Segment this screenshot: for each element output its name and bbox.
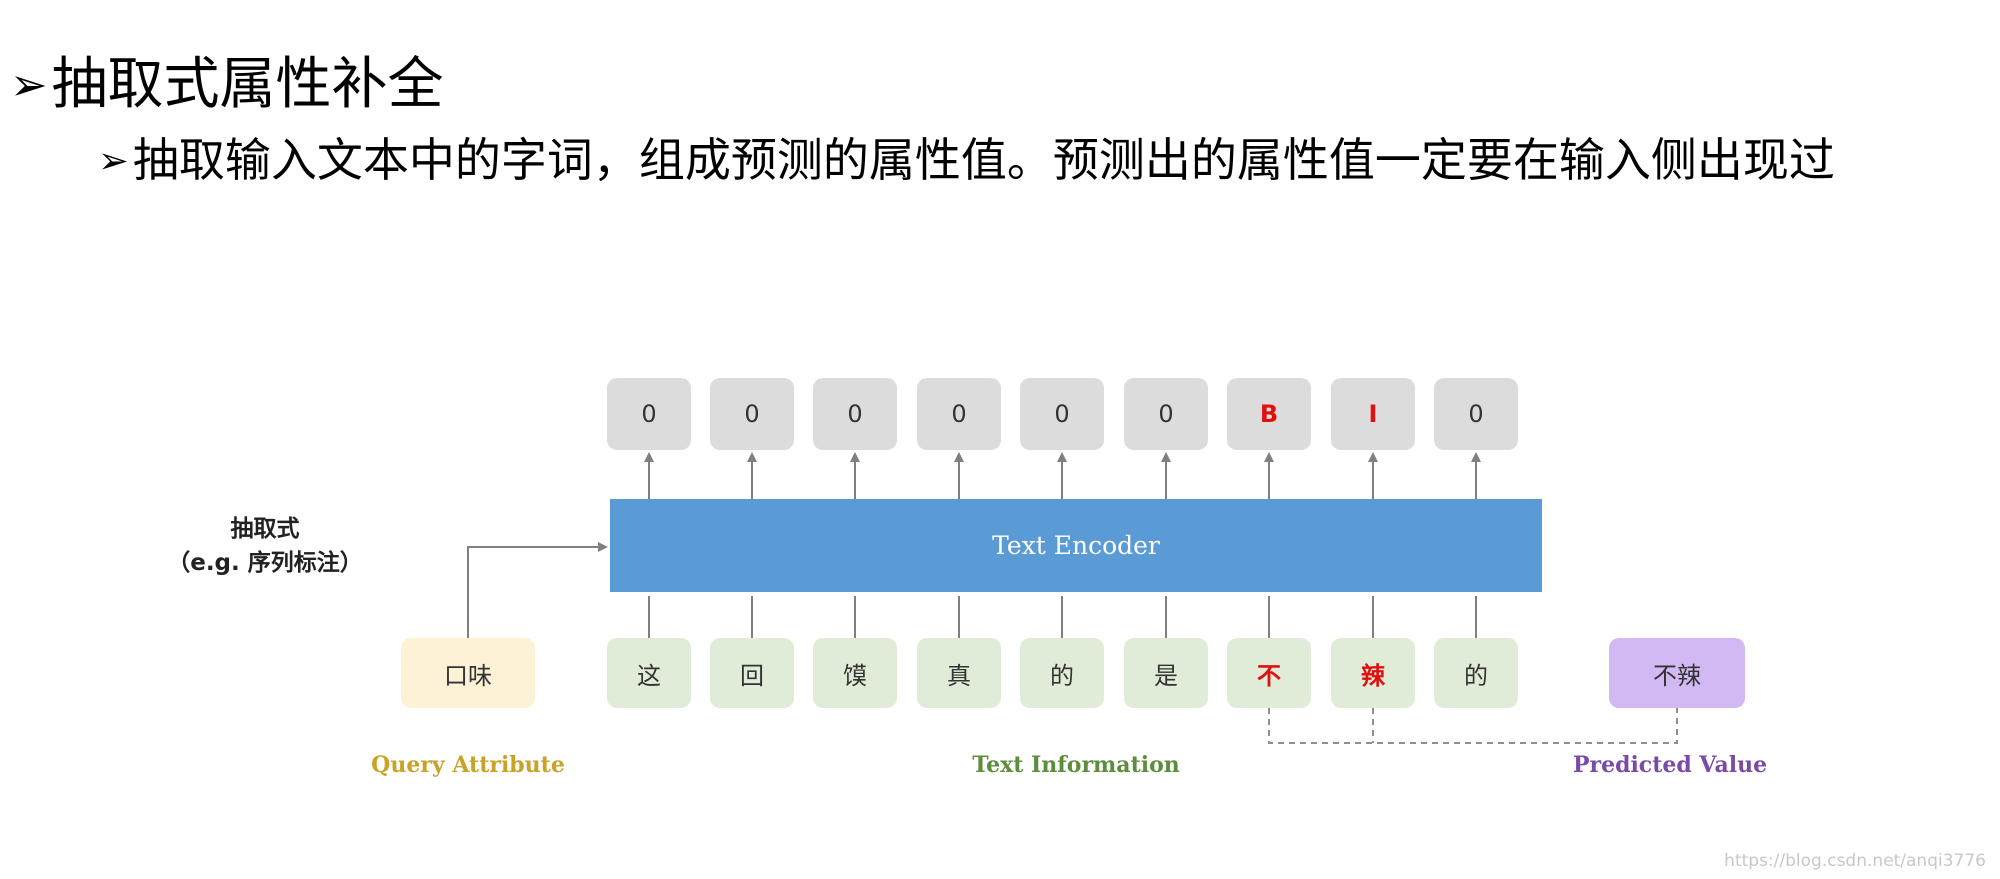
input-token-box: 不 <box>1227 638 1311 708</box>
output-tag-box: 0 <box>813 378 897 450</box>
query-attribute-text: 口味 <box>444 661 492 690</box>
output-tag-box: 0 <box>1124 378 1208 450</box>
output-tag-box: B <box>1227 378 1311 450</box>
input-token-box: 真 <box>917 638 1001 708</box>
input-token-box: 的 <box>1434 638 1518 708</box>
predicted-value-caption: Predicted Value <box>1572 752 1768 778</box>
input-token-box: 回 <box>710 638 794 708</box>
method-label-example: （e.g. 序列标注） <box>167 550 363 576</box>
main-heading-text: 抽取式属性补全 <box>51 52 444 117</box>
predicted-value-box: 不辣 <box>1609 638 1745 708</box>
output-tag-box: I <box>1331 378 1415 450</box>
output-tag-box: 0 <box>1434 378 1518 450</box>
text-encoder-block: Text Encoder <box>610 499 1542 592</box>
arrow-bullet-icon: ➢ <box>98 139 129 182</box>
output-tag-box: 0 <box>1020 378 1104 450</box>
arrow-bullet-icon: ➢ <box>10 58 48 111</box>
text-information-caption: Text Information <box>972 752 1180 778</box>
method-label-title: 抽取式 <box>230 516 300 542</box>
input-token-box: 辣 <box>1331 638 1415 708</box>
watermark: https://blog.csdn.net/anqi3776 <box>1724 851 1986 871</box>
main-heading: ➢抽取式属性补全 <box>10 50 444 120</box>
input-token-box: 是 <box>1124 638 1208 708</box>
output-tag-box: 0 <box>607 378 691 450</box>
query-attribute-caption: Query Attribute <box>371 752 565 778</box>
output-tag-box: 0 <box>917 378 1001 450</box>
sub-heading: ➢抽取输入文本中的字词，组成预测的属性值。预测出的属性值一定要在输入侧出现过 <box>98 130 1835 191</box>
query-to-encoder-arrow <box>467 542 608 638</box>
input-token-box: 这 <box>607 638 691 708</box>
input-token-box: 馍 <box>813 638 897 708</box>
span-to-prediction-dashed-line <box>1268 708 1678 744</box>
query-attribute-box: 口味 <box>401 638 535 708</box>
text-encoder-label: Text Encoder <box>992 531 1160 560</box>
sub-heading-text: 抽取输入文本中的字词，组成预测的属性值。预测出的属性值一定要在输入侧出现过 <box>132 133 1835 187</box>
output-tag-box: 0 <box>710 378 794 450</box>
input-token-box: 的 <box>1020 638 1104 708</box>
method-label: 抽取式 （e.g. 序列标注） <box>140 512 390 580</box>
predicted-value-text: 不辣 <box>1653 661 1701 690</box>
